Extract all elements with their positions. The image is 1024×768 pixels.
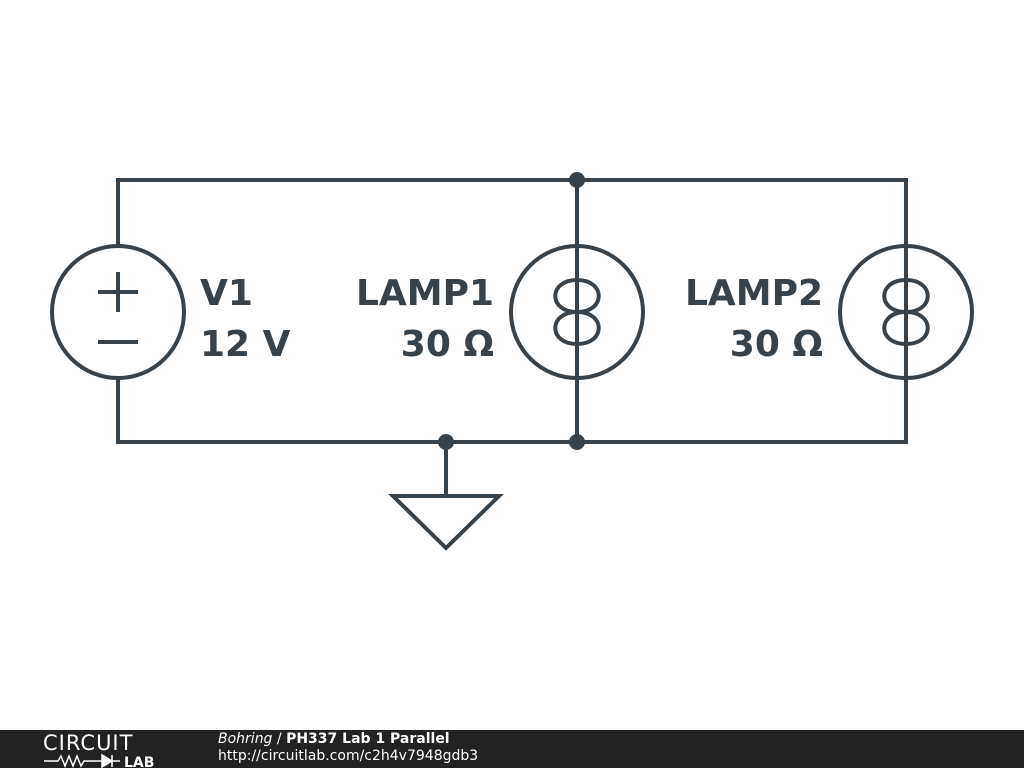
junction-node-top	[569, 172, 585, 188]
v1-value: 12 V	[200, 324, 291, 365]
lamp1-value: 30 Ω	[401, 324, 494, 365]
circuit-schematic: V1 12 V LAMP1 30 Ω LAMP2 30 Ω	[50, 172, 974, 551]
circuit-title[interactable]: PH337 Lab 1 Parallel	[286, 731, 450, 747]
lamp1-symbol	[509, 244, 645, 380]
logo-circuit-text: CIRCUIT	[43, 731, 133, 755]
lamp1-filament-icon	[553, 278, 601, 347]
lamp2-value: 30 Ω	[730, 324, 823, 365]
resistor-icon	[44, 753, 96, 768]
lamp2-filament-icon	[882, 278, 930, 347]
diode-icon	[96, 753, 120, 768]
circuit-url[interactable]: http://circuitlab.com/c2h4v7948gdb3	[218, 748, 479, 764]
ground-icon	[388, 494, 504, 551]
voltage-source-symbol	[50, 244, 186, 380]
logo-lab-text: LAB	[124, 755, 154, 768]
title-separator: /	[272, 731, 287, 747]
lamp1-name: LAMP1	[356, 273, 494, 314]
junction-node-bottom	[569, 434, 585, 450]
footer-title-line: Bohring / PH337 Lab 1 Parallel	[218, 731, 478, 748]
footer-text: Bohring / PH337 Lab 1 Parallel http://ci…	[218, 731, 478, 765]
lamp2-name: LAMP2	[685, 273, 823, 314]
lamp2-symbol	[838, 244, 974, 380]
v1-name: V1	[200, 273, 253, 314]
footer-bar: CIRCUIT LAB Bohring / PH337 Lab 1 Parall…	[0, 730, 1024, 768]
author-link[interactable]: Bohring	[218, 731, 273, 747]
circuitlab-logo[interactable]: CIRCUIT LAB	[40, 730, 180, 768]
